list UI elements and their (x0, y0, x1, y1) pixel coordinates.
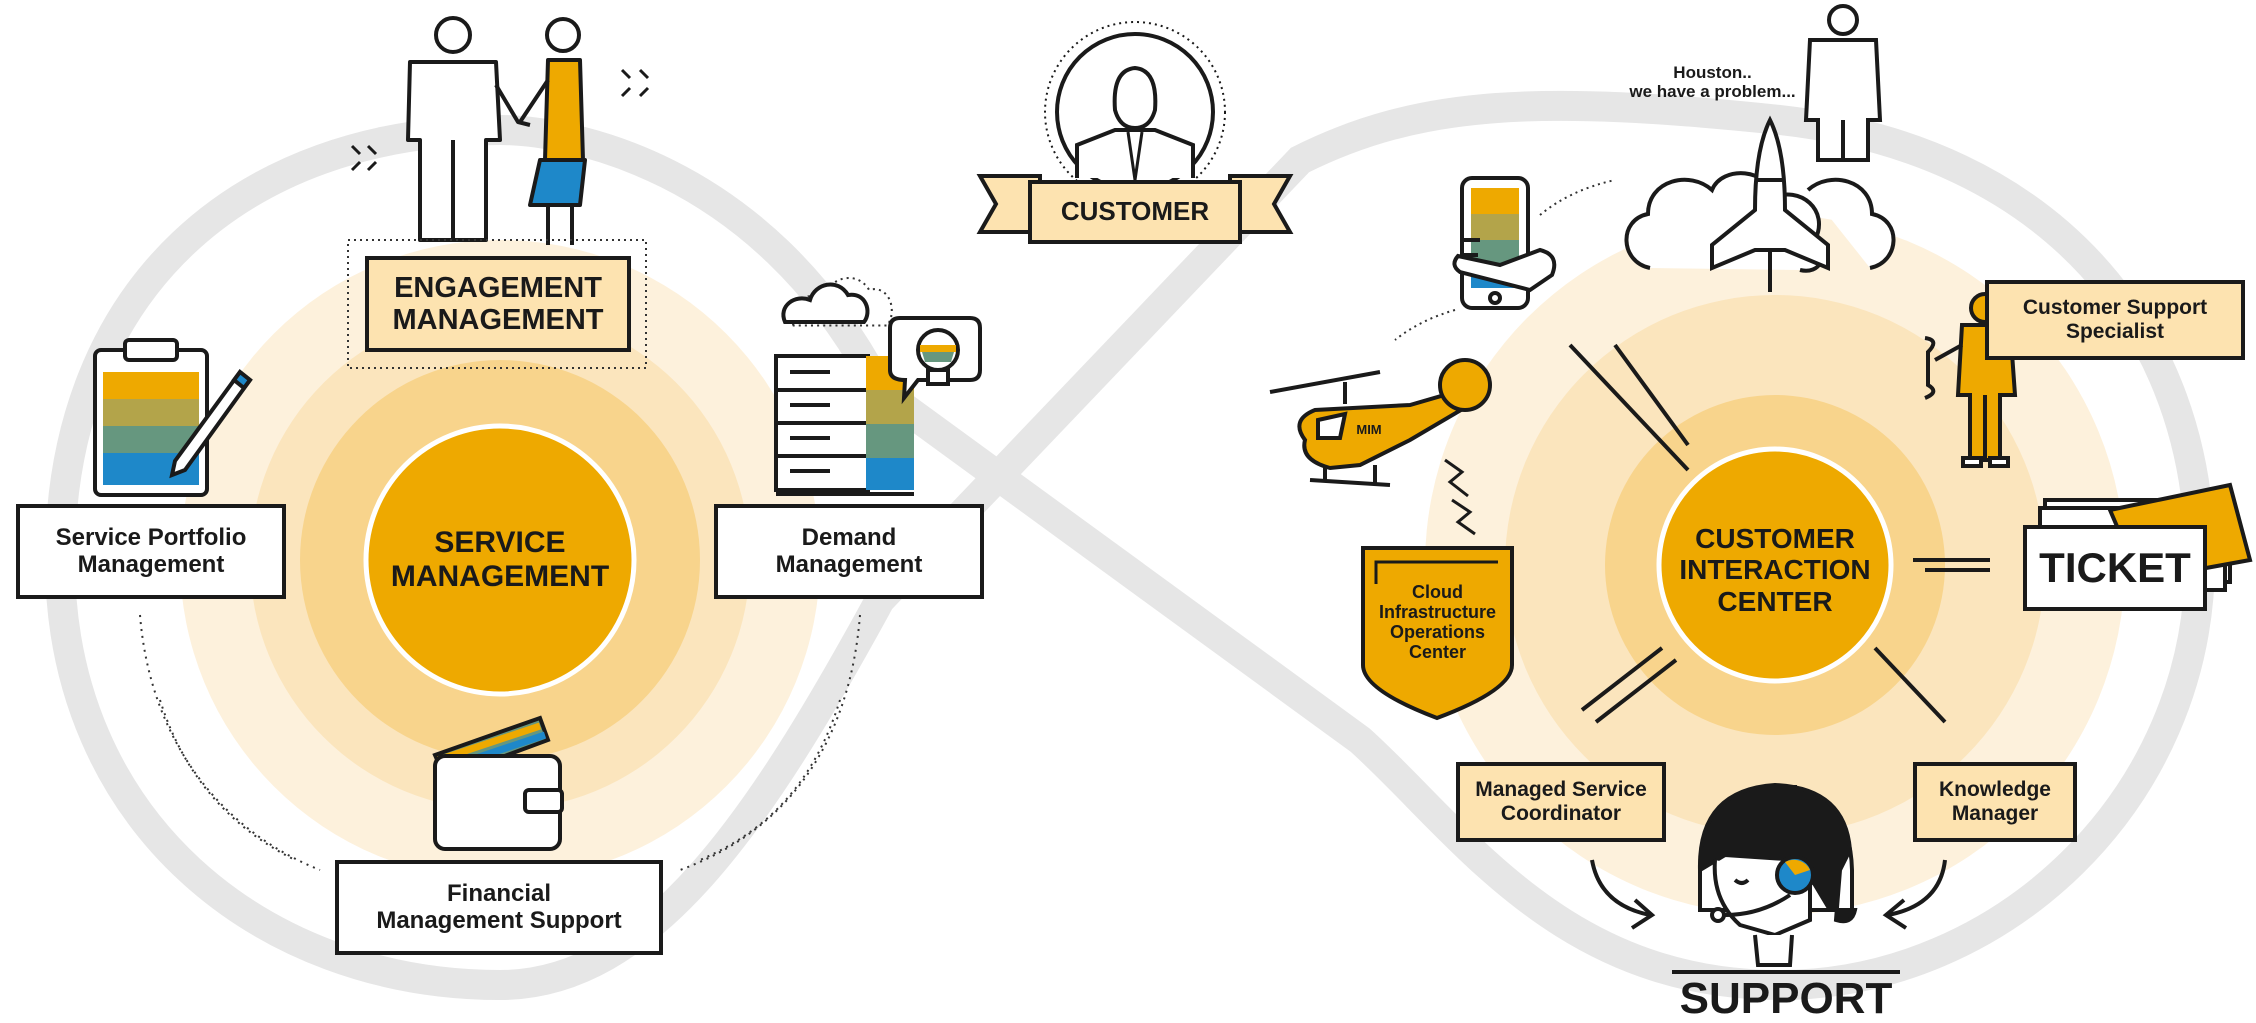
customer-ribbon (976, 174, 1294, 244)
ticket-label: TICKET (2039, 544, 2191, 592)
cloud-ops-shield (1361, 546, 1514, 721)
lightbulb-icon (888, 316, 982, 405)
left-halo (180, 240, 820, 880)
right-halo (1425, 215, 2125, 915)
customer-interaction-center-title: CUSTOMER INTERACTION CENTER (1679, 522, 1871, 617)
helicopter-icon (1269, 358, 1492, 487)
dotted-arrow-top (1539, 179, 1616, 216)
cloud-ops-center-label: Cloud Infrastructure Operations Center (1378, 581, 1497, 663)
support-title: SUPPORT (1679, 973, 1893, 1023)
smartphone-icon (1452, 176, 1557, 310)
infinity-loop (44, 90, 2216, 1001)
cloud-ops-shield-corner (1374, 560, 1498, 584)
headset-agent-icon (1697, 782, 1858, 967)
engagement-dotted-frame (347, 239, 647, 369)
managed-service-coordinator-box: Managed Service Coordinator (1456, 762, 1666, 842)
ticket-icon (2023, 482, 2253, 611)
customer-ribbon-label: CUSTOMER (1060, 196, 1210, 227)
rocket-icon (1624, 115, 1896, 292)
radial-lines (1568, 343, 1990, 724)
clipboard-icon (93, 338, 209, 497)
left-dotted-arcs (139, 614, 861, 871)
wallet-icon (432, 715, 564, 851)
customer-support-specialist-box: Customer Support Specialist (1985, 280, 2245, 360)
knowledge-manager-box: Knowledge Manager (1913, 762, 2077, 842)
financial-management-box: Financial Management Support (335, 860, 663, 955)
dotted-arrow-phone (1394, 309, 1456, 341)
lightning-icon (1444, 458, 1476, 536)
customer-avatar-icon (1044, 21, 1226, 203)
astronaut-icon (1803, 4, 1883, 162)
demand-management-box: Demand Management (714, 504, 984, 599)
engagement-management-box: ENGAGEMENT MANAGEMENT (365, 256, 631, 352)
pencil-icon (169, 369, 253, 479)
support-arrows (1590, 859, 1947, 930)
houston-speech-text: Houston.. we have a problem... (1629, 62, 1796, 101)
handshake-icon (406, 16, 587, 245)
service-management-title: SERVICE MANAGEMENT (390, 526, 610, 593)
sparkle-icon (350, 68, 650, 172)
cloud-icon (781, 277, 893, 327)
service-portfolio-box: Service Portfolio Management (16, 504, 286, 599)
mim-helicopter-label: MIM (1356, 421, 1382, 437)
